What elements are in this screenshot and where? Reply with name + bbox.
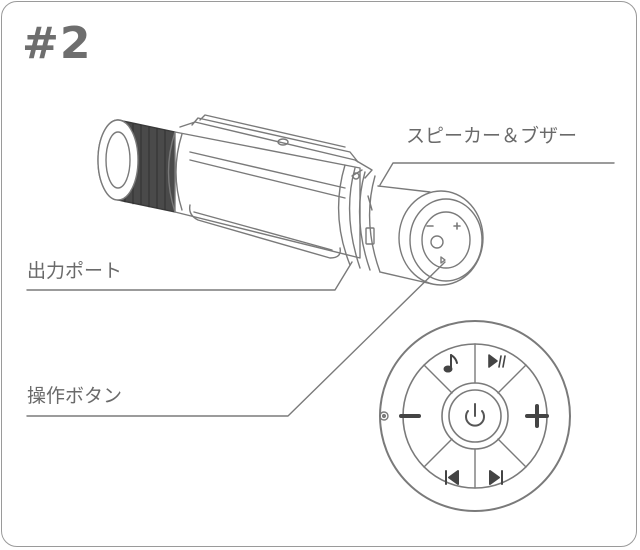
play-pause-icon[interactable] [488, 354, 506, 368]
device-body [97, 114, 484, 286]
plus-icon[interactable] [525, 404, 549, 428]
output-port-label: 出力ポート [27, 260, 123, 282]
port-leader-line [26, 261, 353, 291]
previous-track-icon[interactable] [445, 470, 459, 485]
knurled-grip [97, 119, 176, 213]
next-track-icon[interactable] [489, 470, 503, 485]
buttons-leader-line [26, 261, 446, 417]
speaker-leader-line [379, 162, 615, 186]
leader-lines [26, 162, 615, 417]
speaker-head [377, 185, 484, 286]
control-buttons-label: 操作ボタン [27, 385, 123, 407]
device-collar [337, 164, 381, 273]
speaker-buzzer-label: スピーカー＆ブザー [406, 125, 578, 147]
figure-number: #2 [22, 18, 92, 69]
power-icon[interactable] [465, 403, 485, 427]
music-note-icon[interactable] [443, 354, 458, 373]
main-housing [167, 114, 373, 259]
